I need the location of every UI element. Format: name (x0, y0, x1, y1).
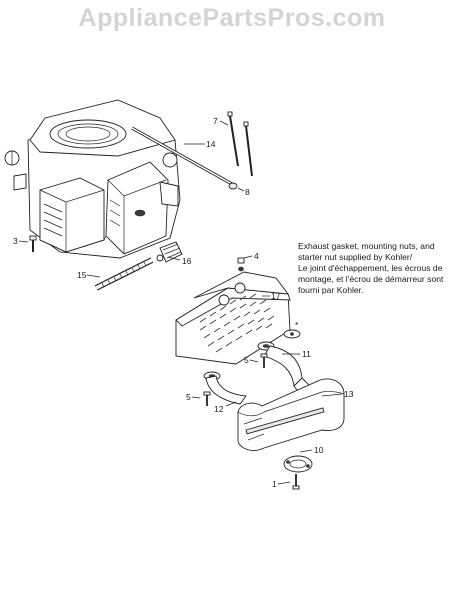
callout-3: 3 (13, 236, 18, 246)
note-line: starter nut supplied by Kohler/ (298, 252, 413, 262)
callout-12: 12 (214, 404, 224, 414)
exhaust-gasket (283, 329, 301, 339)
part-5-screws (203, 353, 268, 406)
callout-asterisk: * (295, 320, 299, 330)
part-8-nut (228, 182, 238, 190)
callout-16: 16 (182, 256, 192, 266)
callout-14: 14 (206, 139, 216, 149)
part-16-bracket (156, 241, 183, 263)
callout-10: 10 (314, 445, 324, 455)
part-1-screw (292, 474, 300, 490)
note-line: montage, et l'écrou de démarreur sont (298, 274, 444, 284)
part-4-nut (237, 257, 245, 272)
supply-note: Exhaust gasket, mounting nuts, and start… (298, 241, 460, 296)
callout-5a: 5 (244, 355, 249, 365)
part-7-bolts (227, 111, 253, 177)
callout-1: 1 (272, 479, 277, 489)
part-10-clamp (283, 455, 313, 473)
callout-17: 17 (271, 291, 281, 301)
part-3-screw (29, 235, 37, 252)
note-line: Exhaust gasket, mounting nuts, and (298, 241, 435, 251)
part-15-spring (94, 257, 154, 291)
callout-13: 13 (344, 389, 354, 399)
engine-assembly (4, 99, 181, 259)
watermark: AppliancePartsPros.com (78, 4, 386, 32)
part-13-muffler (237, 378, 345, 451)
callout-4: 4 (254, 251, 259, 261)
callout-11: 11 (302, 349, 311, 359)
callout-5b: 5 (186, 392, 191, 402)
note-line: Le joint d'échappement, les écrous de (298, 263, 443, 273)
note-line: fourni par Kohler. (298, 285, 364, 295)
part-12-exhaust-pipe (203, 371, 247, 405)
callout-15: 15 (77, 270, 87, 280)
callout-8: 8 (245, 187, 250, 197)
callout-7: 7 (213, 116, 218, 126)
leader-lines (18, 120, 343, 485)
part-14-rod (131, 126, 233, 186)
